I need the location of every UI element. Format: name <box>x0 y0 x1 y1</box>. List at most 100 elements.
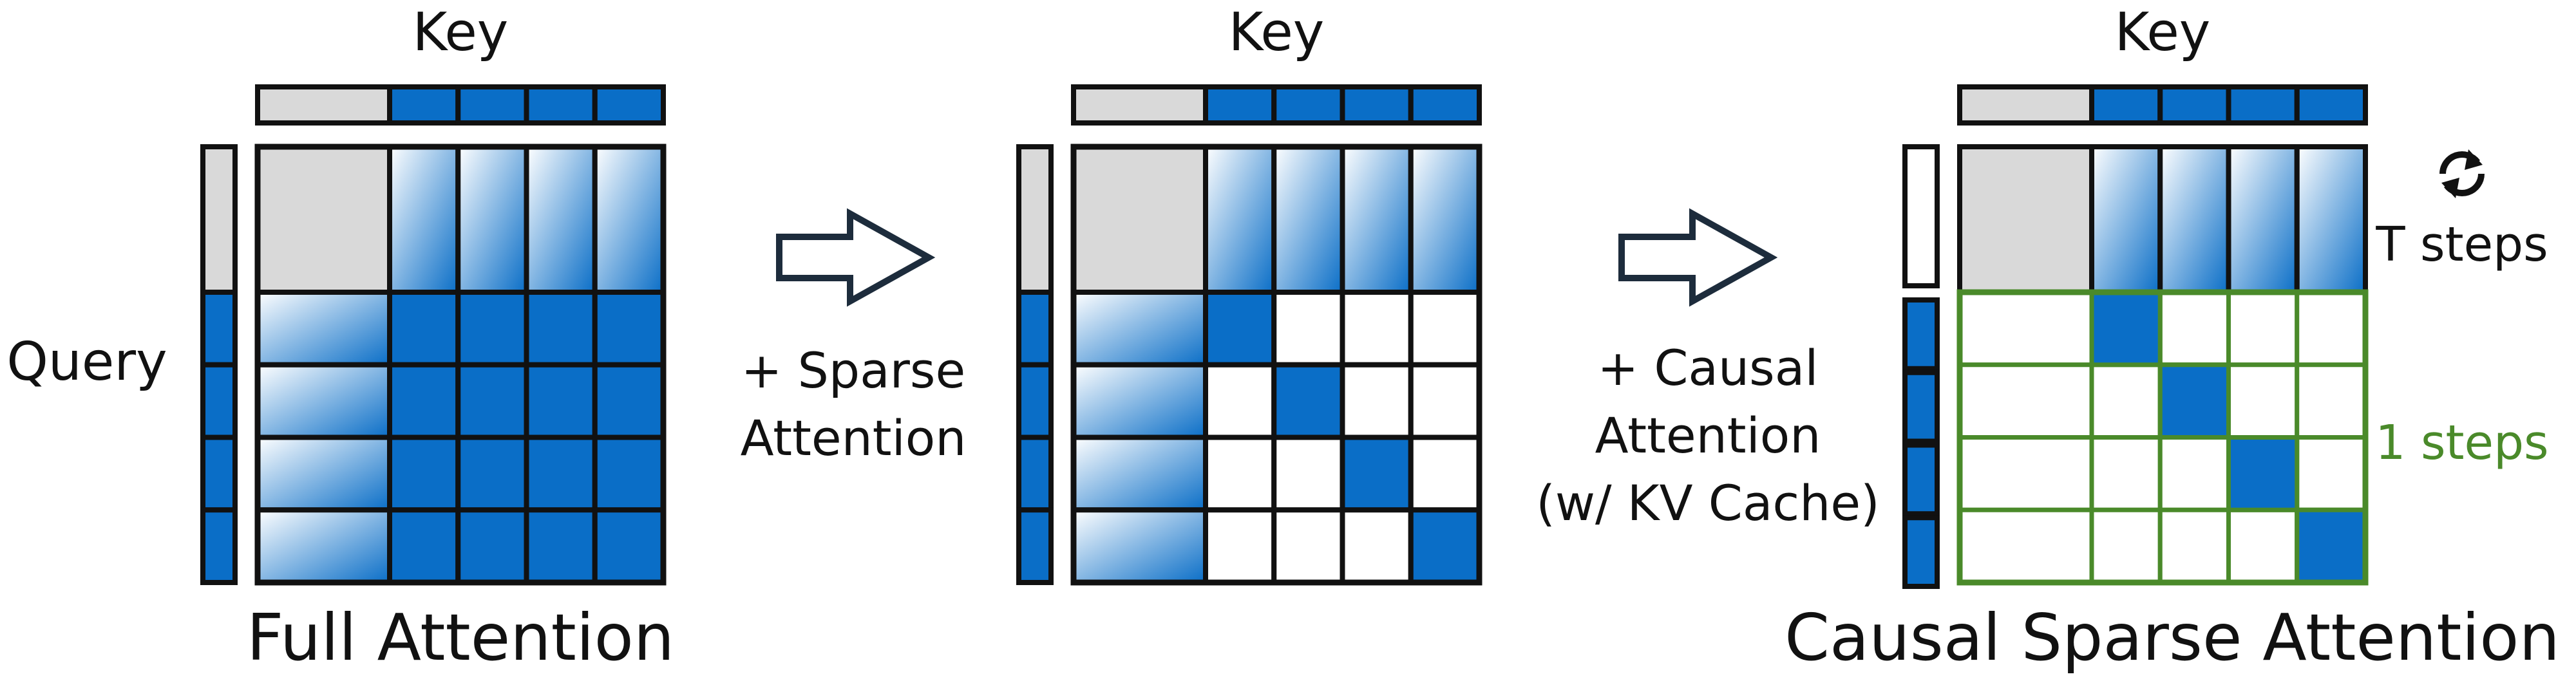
key-token <box>1408 84 1482 126</box>
attn-cell-gradient <box>1271 144 1345 295</box>
arrow-label-line: + Causal <box>1598 339 1819 396</box>
attn-cell-blue <box>1340 434 1414 513</box>
query-token <box>200 362 238 440</box>
key-token <box>1271 84 1345 126</box>
attn-cell-gradient <box>1071 507 1208 585</box>
attn-cell-empty <box>2089 435 2163 512</box>
query-token <box>1902 297 1940 371</box>
query-token-gray <box>200 144 238 295</box>
query-token <box>200 507 238 585</box>
key-token <box>455 84 529 126</box>
attn-cell-gradient <box>255 362 392 440</box>
attn-cell-gradient <box>1340 144 1414 295</box>
arrow-label-line: + Sparse <box>741 342 966 399</box>
attn-cell-gray <box>1957 144 2094 295</box>
attn-cell-empty <box>1203 362 1277 440</box>
attn-cell-gradient <box>255 290 392 368</box>
attn-cell-empty <box>2157 507 2231 585</box>
attn-cell-gradient <box>255 434 392 513</box>
key-token-gray <box>1957 84 2094 126</box>
attn-cell-blue <box>2157 362 2231 440</box>
attn-cell-empty <box>1340 290 1414 368</box>
attn-cell-empty <box>1271 434 1345 513</box>
key-token <box>2157 84 2231 126</box>
top-steps-label: T steps <box>2375 217 2548 272</box>
attn-cell-blue <box>592 290 666 368</box>
attn-cell-blue <box>524 507 598 585</box>
attn-cell-gradient <box>2226 144 2300 295</box>
attn-cell-empty <box>2226 290 2300 368</box>
attn-cell-empty <box>1408 290 1482 368</box>
query-token <box>1902 442 1940 517</box>
attn-cell-gradient <box>592 144 666 295</box>
attention-matrix-frame <box>254 144 667 586</box>
attn-cell-blue <box>2295 507 2368 585</box>
key-token <box>2294 84 2368 126</box>
bottom-steps-label: 1 steps <box>2375 415 2548 471</box>
panel-caption: Causal Sparse Attention <box>1785 600 2560 675</box>
attn-cell-gradient <box>255 507 392 585</box>
attn-cell-empty <box>1203 507 1277 585</box>
arrow-label-line: Attention <box>741 409 967 467</box>
key-token <box>592 84 666 126</box>
query-token <box>1016 362 1054 440</box>
attn-cell-empty <box>1957 290 2094 368</box>
attn-cell-empty <box>2157 290 2231 368</box>
attn-cell-gradient <box>2157 144 2231 295</box>
attn-cell-empty <box>1340 362 1414 440</box>
attn-cell-gradient <box>1071 434 1208 513</box>
query-token <box>1016 507 1054 585</box>
arrow-label-line: (w/ KV Cache) <box>1536 474 1880 532</box>
attn-cell-gradient <box>455 144 529 295</box>
cache-region-frame <box>1956 289 2369 586</box>
attn-cell-empty <box>1408 362 1482 440</box>
key-token-gray <box>255 84 392 126</box>
query-token <box>200 434 238 513</box>
attn-cell-gradient <box>1408 144 1482 295</box>
query-token-white <box>1902 144 1940 288</box>
attn-cell-empty <box>1271 507 1345 585</box>
attn-cell-empty <box>2295 290 2368 368</box>
attn-cell-empty <box>1957 435 2094 512</box>
arrow-right-icon <box>776 208 936 307</box>
attn-cell-blue <box>455 507 529 585</box>
key-token-gray <box>1071 84 1208 126</box>
key-token <box>2226 84 2300 126</box>
attn-cell-blue <box>524 362 598 440</box>
attn-cell-empty <box>1408 434 1482 513</box>
attn-cell-empty <box>1271 290 1345 368</box>
attn-cell-empty <box>1957 507 2094 585</box>
key-token <box>2089 84 2163 126</box>
attn-cell-blue <box>2089 290 2163 368</box>
attn-cell-blue <box>592 434 666 513</box>
attn-cell-blue <box>592 507 666 585</box>
key-label: Key <box>1229 2 1325 63</box>
query-label: Query <box>6 331 167 393</box>
query-token <box>200 290 238 368</box>
attn-cell-blue <box>592 362 666 440</box>
attn-cell-gradient <box>2089 144 2163 295</box>
arrow-label-line: Attention <box>1595 407 1821 464</box>
attn-cell-gradient <box>1071 290 1208 368</box>
attn-cell-gradient <box>2294 144 2368 295</box>
attn-cell-empty <box>2295 435 2368 512</box>
attn-cell-blue <box>2226 435 2300 512</box>
attn-cell-blue <box>524 290 598 368</box>
query-token <box>1902 515 1940 589</box>
key-token <box>1203 84 1277 126</box>
query-token <box>1016 434 1054 513</box>
key-label: Key <box>413 2 509 63</box>
key-token <box>387 84 461 126</box>
attn-cell-blue <box>1203 290 1277 368</box>
key-label: Key <box>2115 2 2211 63</box>
attn-cell-empty <box>2157 435 2231 512</box>
attn-cell-blue <box>455 362 529 440</box>
panel-caption: Full Attention <box>247 600 674 675</box>
query-token-gray <box>1016 144 1054 295</box>
attn-cell-blue <box>524 434 598 513</box>
attn-cell-empty <box>1340 507 1414 585</box>
arrow-right-icon <box>1618 208 1778 307</box>
key-token <box>1340 84 1414 126</box>
attn-cell-empty <box>1957 362 2094 440</box>
